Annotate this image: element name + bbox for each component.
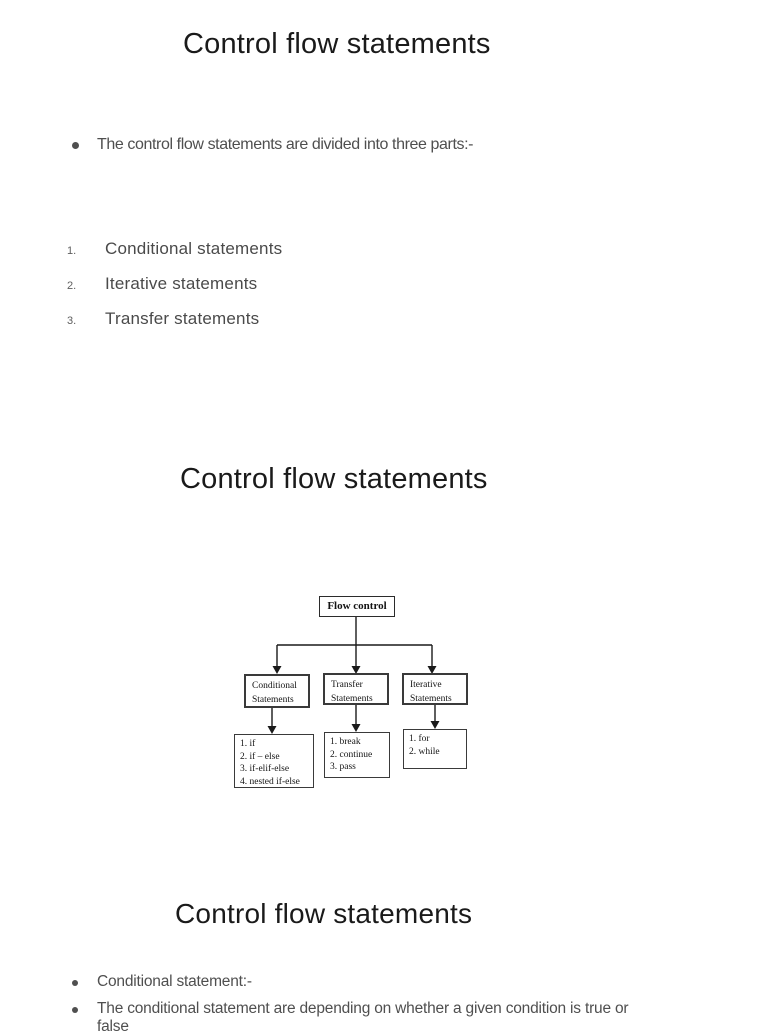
list-item-label: Iterative statements xyxy=(105,274,258,293)
leaf-box-transfer-items: 1. break 2. continue 3. pass xyxy=(324,732,390,778)
slide2-title: Control flow statements xyxy=(180,463,488,495)
leaf-item: 2. while xyxy=(409,746,440,757)
bullet-dot xyxy=(72,980,78,986)
leaf-box-conditional-items: 1. if 2. if – else 3. if-elif-else 4. ne… xyxy=(234,734,314,788)
leaf-item: 1. if xyxy=(240,739,256,749)
leaf-box-iterative-items: 1. for 2. while xyxy=(403,729,467,769)
leaf-item: 3. if-elif-else xyxy=(240,764,290,775)
branch-box-transfer: Transfer Statements xyxy=(323,673,389,705)
list-item-label: Conditional statements xyxy=(105,239,283,258)
slide3-bullet: The conditional statement are depending … xyxy=(97,1000,629,1017)
branch-label-line: Statements xyxy=(410,694,452,704)
flowchart-connectors xyxy=(267,617,440,734)
leaf-item: 1. break xyxy=(330,737,361,747)
leaf-item: 1. for xyxy=(409,734,430,744)
branch-box-conditional: Conditional Statements xyxy=(244,674,310,708)
branch-label-line: Statements xyxy=(252,695,294,705)
leaf-item: 2. continue xyxy=(330,749,373,760)
branch-label-line: Transfer xyxy=(331,680,363,690)
arrowheads xyxy=(267,666,440,734)
flowchart: Flow control Conditional Statements Tran… xyxy=(230,590,470,795)
bullet-dot xyxy=(72,142,79,149)
leaf-item: 2. if – else xyxy=(240,751,280,762)
slide3-bullet: Conditional statement:- xyxy=(97,973,252,990)
list-item-number: 3. xyxy=(67,315,77,327)
leaf-item: 4. nested if-else xyxy=(240,776,300,787)
bullet-dot xyxy=(72,1007,78,1013)
slide1-title: Control flow statements xyxy=(183,28,491,60)
branch-box-iterative: Iterative Statements xyxy=(402,673,468,705)
branch-label-line: Conditional xyxy=(252,681,297,691)
slide3-bullet-clipped: false xyxy=(97,1018,129,1035)
flowchart-root-box: Flow control xyxy=(319,596,395,617)
list-item-number: 1. xyxy=(67,245,77,257)
leaf-item: 3. pass xyxy=(330,762,356,773)
branch-label-line: Iterative xyxy=(410,680,442,690)
slide1-bullet: The control flow statements are divided … xyxy=(97,136,474,153)
list-item-label: Transfer statements xyxy=(105,309,260,328)
list-item-number: 2. xyxy=(67,280,77,292)
branch-label-line: Statements xyxy=(331,694,373,704)
slide3-title: Control flow statements xyxy=(175,898,473,929)
